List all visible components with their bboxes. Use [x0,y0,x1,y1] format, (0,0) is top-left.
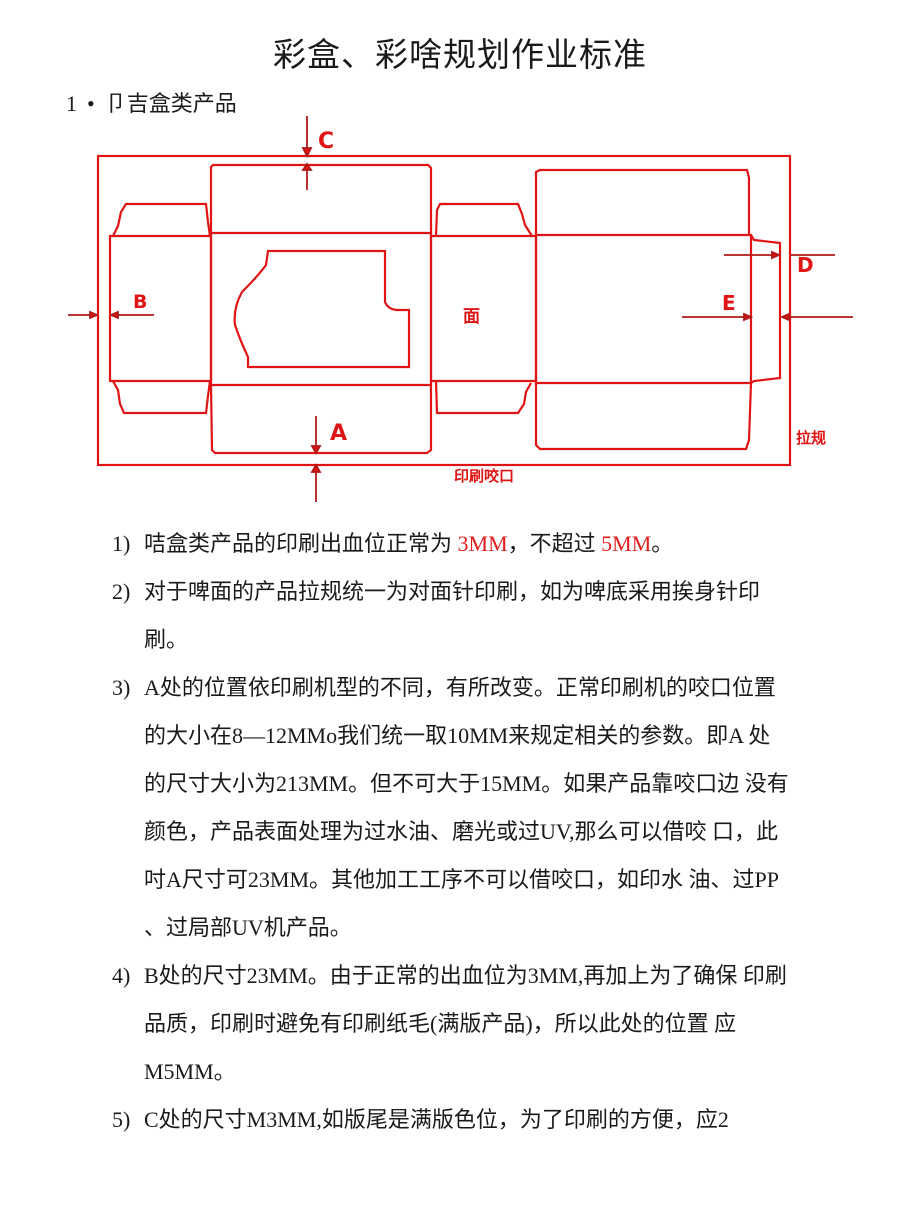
label-a: A [330,421,347,446]
item-line: 吋A尺寸可23MM。其他加工工序不可以借咬口，如印水 油、过PP [144,867,779,892]
label-b: B [133,291,147,313]
highlight-value: 3MM [457,531,508,556]
sheet-border [96,154,792,467]
item-line: 对于啤面的产品拉规统一为对面针印刷，如为啤底采用挨身针印 [144,579,761,604]
item-text: 咭盒类产品的印刷出血位正常为 [144,531,458,556]
middle-bottom-flap [434,380,532,415]
bullet-icon: • [87,91,95,116]
item-number: 5) [112,1107,131,1132]
left-bottom-flap [112,380,212,415]
list-item: 5) C处的尺寸M3MM,如版尾是满版色位，为了印刷的方便，应2 [112,1096,872,1144]
item-line: B处的尺寸23MM。由于正常的出血位为3MM,再加上为了确保 印刷 [144,963,787,988]
back-bottom-flap [534,382,753,451]
list-item: 1) 咭盒类产品的印刷出血位正常为 3MM，不超过 5MM。 [112,520,872,568]
label-side-lay: 拉规 [796,429,826,447]
list-item: 4) B处的尺寸23MM。由于正常的出血位为3MM,再加上为了确保 印刷 品质，… [112,952,872,1096]
item-line: 的尺寸大小为213MM。但不可大于15MM。如果产品靠咬口边 没有 [144,771,789,796]
label-c: C [318,129,334,154]
label-e: E [722,291,736,315]
back-panel [534,233,753,385]
item-line: 刷。 [144,627,189,652]
middle-side-panel [429,234,538,383]
front-top-flap [209,163,433,233]
label-gripper: 印刷咬口 [454,467,514,485]
label-face: 面 [463,307,480,327]
item-line: 颜色，产品表面处理为过水油、磨光或过UV,那么可以借咬 口，此 [144,819,778,844]
front-bottom-flap [209,384,433,455]
window-cutout [233,249,411,369]
item-number: 4) [112,963,131,988]
item-line: C处的尺寸M3MM,如版尾是满版色位，为了印刷的方便，应2 [144,1107,729,1132]
section-number: 1 [66,91,77,116]
middle-top-flap [434,202,533,237]
section-heading: 1 • 卩吉盒类产品 [66,86,237,118]
left-side-panel [108,234,213,383]
item-number: 1) [112,531,131,556]
item-text: ，不超过 [507,531,602,556]
item-line: A处的位置依印刷机型的不同，有所改变。正常印刷机的咬口位置 [144,675,776,700]
list-item: 2) 对于啤面的产品拉规统一为对面针印刷，如为啤底采用挨身针印 刷。 [112,568,872,664]
rules-list: 1) 咭盒类产品的印刷出血位正常为 3MM，不超过 5MM。 2) 对于啤面的产… [112,520,872,1144]
box-dieline-diagram: C B A D E 面 印刷咬口 拉规 [68,116,853,502]
document-title: 彩盒、彩啥规划作业标准 [273,38,647,74]
item-line: M5MM。 [144,1059,236,1084]
label-d: D [797,253,814,277]
back-top-flap [534,168,751,235]
item-number: 2) [112,579,131,604]
item-line: 的大小在8—12MMo我们统一取10MM来规定相关的参数。即A 处 [144,723,771,748]
list-item: 3) A处的位置依印刷机型的不同，有所改变。正常印刷机的咬口位置 的大小在8—1… [112,664,872,952]
left-top-flap [112,202,212,237]
item-number: 3) [112,675,131,700]
section-title: 卩吉盒类产品 [104,91,237,116]
item-line: 、过局部UV机产品。 [144,915,352,940]
item-text: 。 [651,531,674,556]
glue-flap [750,234,782,384]
item-line: 品质，印刷时避免有印刷纸毛(满版产品)，所以此处的位置 应 [144,1011,737,1036]
highlight-value: 5MM [601,531,652,556]
